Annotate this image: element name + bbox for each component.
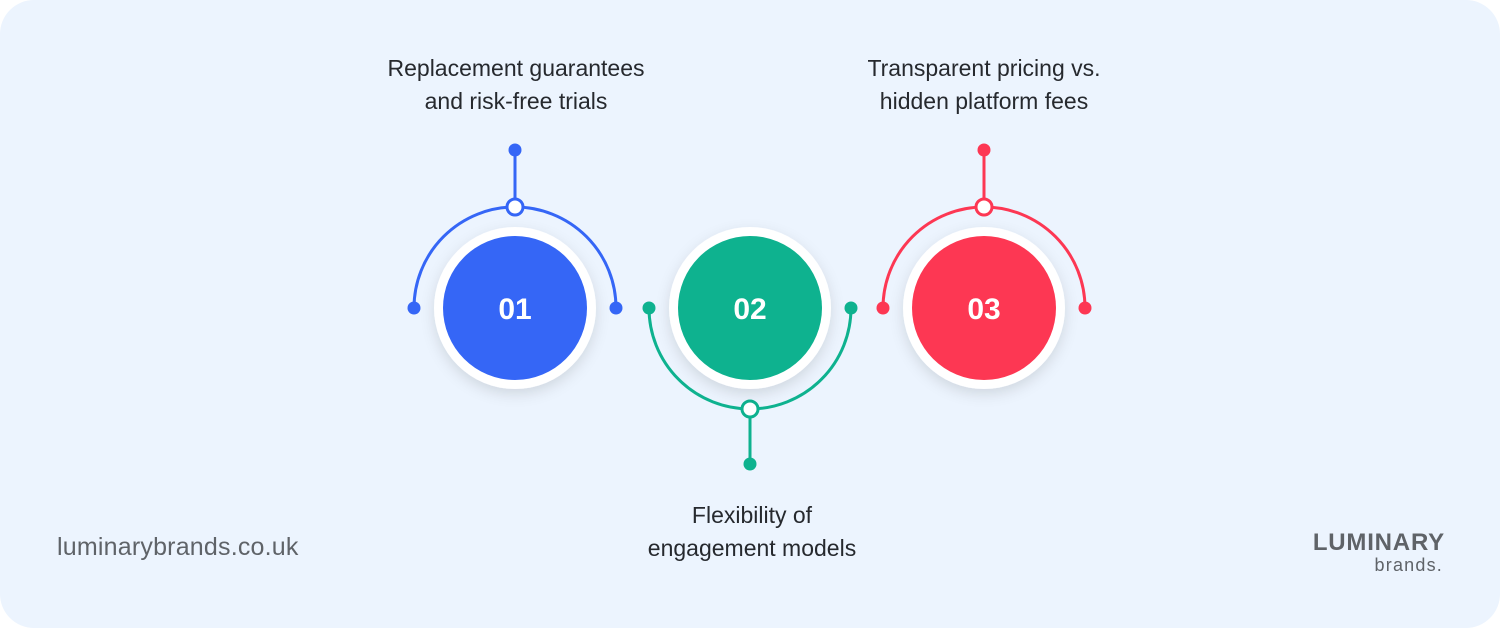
step-3-connector-dot [977,143,991,157]
step-3-label-line-2: hidden platform fees [879,88,1089,114]
step-2-connector-dot [743,457,757,471]
step-2-disc [678,236,822,380]
logo-brand: LUMINARY [1312,529,1445,556]
step-3-disc [912,236,1056,380]
step-2-label-line-1: Flexibility of [691,502,813,528]
step-2-label-line-2: engagement models [647,535,857,561]
step-3-node: 03 [876,143,1092,389]
step-1-arc-end-right [609,301,623,315]
step-1-arc-end-left [407,301,421,315]
step-1-label-line-2: and risk-free trials [424,88,608,114]
step-3-arc-end-left [876,301,890,315]
step-3-arc-end-right [1078,301,1092,315]
step-1-ring-dot [505,197,525,217]
step-2-ring-dot [740,399,760,419]
website-url[interactable]: luminarybrands.co.uk [57,533,299,561]
step-1-label: Replacement guarantees and risk-free tri… [346,52,686,118]
step-1-disc [443,236,587,380]
step-2-number: 02 [733,293,766,326]
step-1-connector-dot [508,143,522,157]
step-1-node: 01 [407,143,623,389]
step-1-label-line-1: Replacement guarantees [387,55,645,81]
step-3-label-line-1: Transparent pricing vs. [867,55,1101,81]
step-3-ring-dot [974,197,994,217]
logo-sub: brands. [1374,555,1443,575]
step-2-node: 02 [642,227,858,471]
luminary-logo: LUMINARY brands. [1285,529,1445,575]
step-1-number: 01 [498,293,531,326]
step-2-arc-end-left [642,301,656,315]
step-2-arc-end-right [844,301,858,315]
step-3-number: 03 [967,293,1000,326]
step-3-label: Transparent pricing vs. hidden platform … [814,52,1154,118]
step-2-label: Flexibility of engagement models [582,499,922,565]
